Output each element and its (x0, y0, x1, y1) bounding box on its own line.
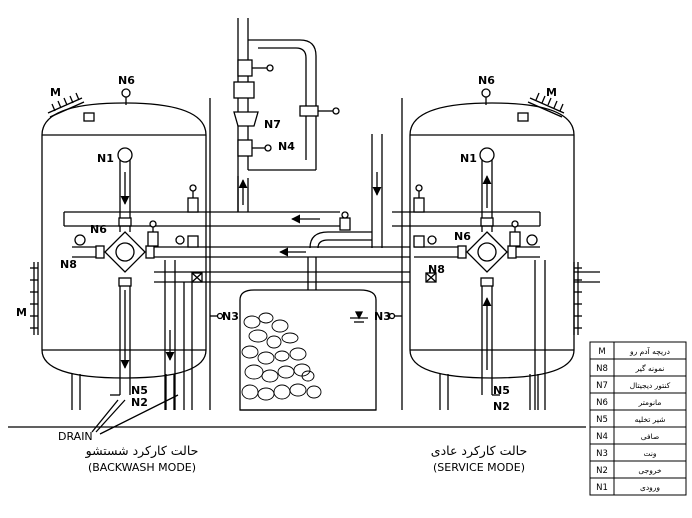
legend-symbol: N8 (596, 364, 608, 374)
water-level-mark (350, 311, 368, 323)
left-drain-pipes (95, 260, 193, 435)
legend-description: ونت (643, 449, 656, 458)
right-top-gauge (481, 88, 491, 105)
right-manway (517, 92, 565, 122)
label-n6-left-top: N6 (118, 74, 135, 87)
service-title-fa: حالت کارکرد عادی (431, 443, 527, 459)
label-n1-left: N1 (97, 152, 114, 165)
legend-symbol: N2 (596, 466, 608, 476)
legend-symbol: N1 (596, 483, 608, 493)
label-m-right-top: M (546, 86, 557, 99)
legend-description: صافی (641, 432, 660, 441)
legend-description: مانومتر (638, 398, 662, 407)
label-n8-left: N8 (60, 258, 77, 271)
right-side-manway (573, 262, 582, 335)
legend-symbol: N3 (596, 449, 608, 459)
backwash-title-fa: حالت کارکرد شستشو (85, 443, 199, 459)
label-n6-right-mid: N6 (454, 230, 471, 243)
legend-description: نمونه گیر (635, 364, 665, 373)
label-n3-left: N3 (222, 310, 239, 323)
legend-symbol: N5 (596, 415, 608, 425)
service-title-en: (SERVICE MODE) (433, 461, 525, 474)
legend-symbol: N4 (596, 432, 608, 442)
drain-label: DRAIN (58, 430, 93, 443)
central-vertical-pipes (307, 134, 383, 300)
label-n8-right: N8 (428, 263, 445, 276)
central-meter-pipe (233, 18, 340, 212)
left-manway (47, 92, 95, 122)
legend-description: دریچه آدم رو (629, 346, 670, 356)
backwash-title-en: (BACKWASH MODE) (88, 461, 196, 474)
vent-n3-left (210, 312, 224, 320)
label-n2-right: N2 (493, 400, 510, 413)
label-n6-right-top: N6 (478, 74, 495, 87)
label-m-left-side: M (16, 306, 27, 319)
legend-description: شیر تخلیه (635, 415, 666, 424)
legend-table: M دریچه آدم رو N8 نمونه گیر N7 کنتور دیجیتال N… (589, 341, 687, 496)
left-header-valves (74, 184, 203, 283)
legend-symbol: N7 (596, 381, 608, 391)
vent-n3-right (388, 312, 402, 320)
label-n1-right: N1 (460, 152, 477, 165)
legend-description: کنتور دیجیتال (630, 381, 671, 390)
label-n6-left-mid: N6 (90, 223, 107, 236)
legend-description: ورودی (640, 483, 660, 492)
label-n4: N4 (278, 140, 295, 153)
left-side-manway (30, 262, 39, 335)
legend-symbol: N6 (596, 398, 608, 408)
label-n3-right: N3 (374, 310, 391, 323)
right-valve-nest (457, 217, 517, 287)
drain-leader (91, 399, 119, 433)
right-outlet-pipes (481, 260, 546, 410)
right-header-valves (413, 184, 538, 283)
label-m-left-top: M (50, 86, 61, 99)
label-n5-right: N5 (493, 384, 510, 397)
central-tank (239, 289, 377, 411)
left-valve-nest (95, 217, 155, 287)
label-n5-left: N5 (131, 384, 148, 397)
left-top-gauge (121, 88, 131, 105)
gravel-bed (241, 312, 322, 401)
label-n7: N7 (264, 118, 281, 131)
legend-description: خروجی (638, 466, 662, 475)
legend-symbol: M (598, 347, 605, 357)
label-n2-left: N2 (131, 396, 148, 409)
